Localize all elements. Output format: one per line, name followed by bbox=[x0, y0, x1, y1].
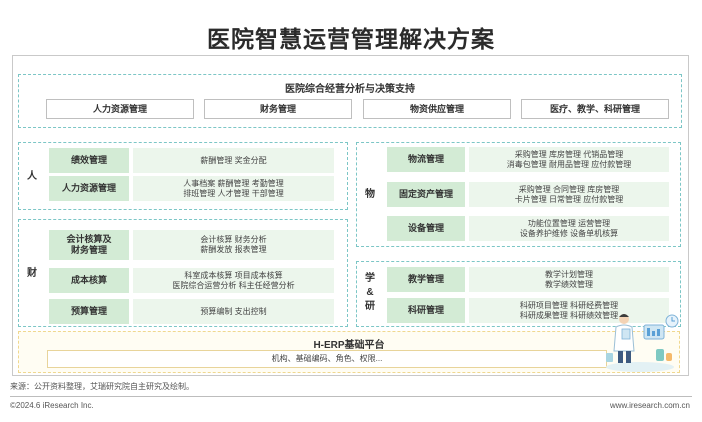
module-desc-line: 科研项目管理 科研经费管理 bbox=[519, 300, 619, 310]
module-desc-line: 采购管理 合同管理 库房管理 bbox=[518, 184, 620, 194]
module-desc-line: 设备养护维修 设备单机核算 bbox=[519, 228, 619, 238]
module-name: 绩效管理 bbox=[49, 148, 129, 173]
module-desc-line: 功能位置管理 运营管理 bbox=[527, 218, 611, 228]
module-name: 人力资源管理 bbox=[49, 176, 129, 201]
module-name: 教学管理 bbox=[387, 267, 465, 292]
module-name: 固定资产管理 bbox=[387, 182, 465, 207]
module-desc-line: 预算编制 支出控制 bbox=[200, 306, 267, 316]
module-desc: 功能位置管理 运营管理 设备养护维修 设备单机核算 bbox=[469, 216, 669, 241]
module-desc: 教学计划管理 教学绩效管理 bbox=[469, 267, 669, 292]
module-desc: 科室成本核算 项目成本核算 医院综合运营分析 科主任经营分析 bbox=[133, 268, 334, 293]
module-desc-line: 薪酬管理 奖金分配 bbox=[200, 155, 267, 165]
doctor-illustration-icon bbox=[606, 314, 679, 372]
module-desc-line: 科室成本核算 项目成本核算 bbox=[184, 270, 283, 280]
module-name: 预算管理 bbox=[49, 299, 129, 324]
section-finance-label: 财 bbox=[27, 268, 37, 279]
module-desc-line: 科研成果管理 科研绩效管理 bbox=[519, 310, 619, 320]
dss-item-medical: 医疗、教学、科研管理 bbox=[521, 99, 669, 119]
section-material: 物 物流管理 采购管理 库房管理 代销品管理 消毒包管理 耐用品管理 应付款管理… bbox=[356, 142, 681, 247]
module-name: 科研管理 bbox=[387, 298, 465, 323]
herp-platform: H-ERP基础平台 机构、基础编码、角色、权限... bbox=[18, 331, 680, 373]
module-desc-line: 医院综合运营分析 科主任经营分析 bbox=[172, 280, 295, 290]
decision-support-layer: 医院综合经营分析与决策支持 人力资源管理 财务管理 物资供应管理 医疗、教学、科… bbox=[18, 74, 682, 128]
module-desc-line: 消毒包管理 耐用品管理 应付款管理 bbox=[506, 159, 632, 169]
section-research-label: 学 & 研 bbox=[365, 273, 375, 312]
section-people-label: 人 bbox=[27, 171, 37, 182]
module-desc: 薪酬管理 奖金分配 bbox=[133, 148, 334, 173]
module-desc-line: 卡片管理 日常管理 应付款管理 bbox=[514, 194, 624, 204]
section-research: 学 & 研 教学管理 教学计划管理 教学绩效管理 科研管理 科研项目管理 科研经… bbox=[356, 261, 681, 327]
decision-support-title: 医院综合经营分析与决策支持 bbox=[285, 84, 415, 95]
module-desc-line: 会计核算 财务分析 bbox=[200, 235, 267, 244]
dss-item-hr: 人力资源管理 bbox=[46, 99, 194, 119]
page-title: 医院智慧运营管理解决方案 bbox=[207, 26, 495, 52]
herp-title: H-ERP基础平台 bbox=[313, 340, 385, 351]
section-material-label: 物 bbox=[365, 189, 375, 200]
module-desc-line: 薪酬发放 报表管理 bbox=[200, 245, 267, 254]
module-desc: 预算编制 支出控制 bbox=[133, 299, 334, 324]
dss-item-finance: 财务管理 bbox=[204, 99, 352, 119]
module-desc: 人事档案 薪酬管理 考勤管理 排班管理 人才管理 干部管理 bbox=[133, 176, 334, 201]
section-finance: 财 会计核算及 财务管理 会计核算 财务分析 薪酬发放 报表管理 成本核算 科室… bbox=[18, 219, 348, 327]
module-desc-line: 采购管理 库房管理 代销品管理 bbox=[514, 149, 624, 159]
footer-divider bbox=[10, 396, 692, 397]
module-desc: 采购管理 库房管理 代销品管理 消毒包管理 耐用品管理 应付款管理 bbox=[469, 147, 669, 172]
module-name: 物流管理 bbox=[387, 147, 465, 172]
source-note: 来源：公开资料整理，艾瑞研究院自主研究及绘制。 bbox=[10, 382, 194, 391]
module-name: 会计核算及 财务管理 bbox=[49, 230, 129, 260]
module-name: 设备管理 bbox=[387, 216, 465, 241]
module-name: 成本核算 bbox=[49, 268, 129, 293]
dss-item-supply: 物资供应管理 bbox=[363, 99, 511, 119]
solution-frame bbox=[12, 55, 689, 376]
module-desc-line: 人事档案 薪酬管理 考勤管理 bbox=[183, 178, 284, 188]
module-desc-line: 教学计划管理 bbox=[545, 269, 593, 279]
module-desc: 科研项目管理 科研经费管理 科研成果管理 科研绩效管理 bbox=[469, 298, 669, 323]
module-desc-line: 教学绩效管理 bbox=[545, 279, 593, 289]
herp-content: 机构、基础编码、角色、权限... bbox=[47, 350, 607, 368]
section-people: 人 绩效管理 薪酬管理 奖金分配 人力资源管理 人事档案 薪酬管理 考勤管理 排… bbox=[18, 142, 348, 210]
site-url: www.iresearch.com.cn bbox=[609, 401, 690, 410]
copyright: ©2024.6 iResearch Inc. bbox=[10, 401, 94, 410]
module-desc: 会计核算 财务分析 薪酬发放 报表管理 bbox=[133, 230, 334, 260]
module-desc-line: 排班管理 人才管理 干部管理 bbox=[183, 188, 284, 198]
module-desc: 采购管理 合同管理 库房管理 卡片管理 日常管理 应付款管理 bbox=[469, 182, 669, 207]
